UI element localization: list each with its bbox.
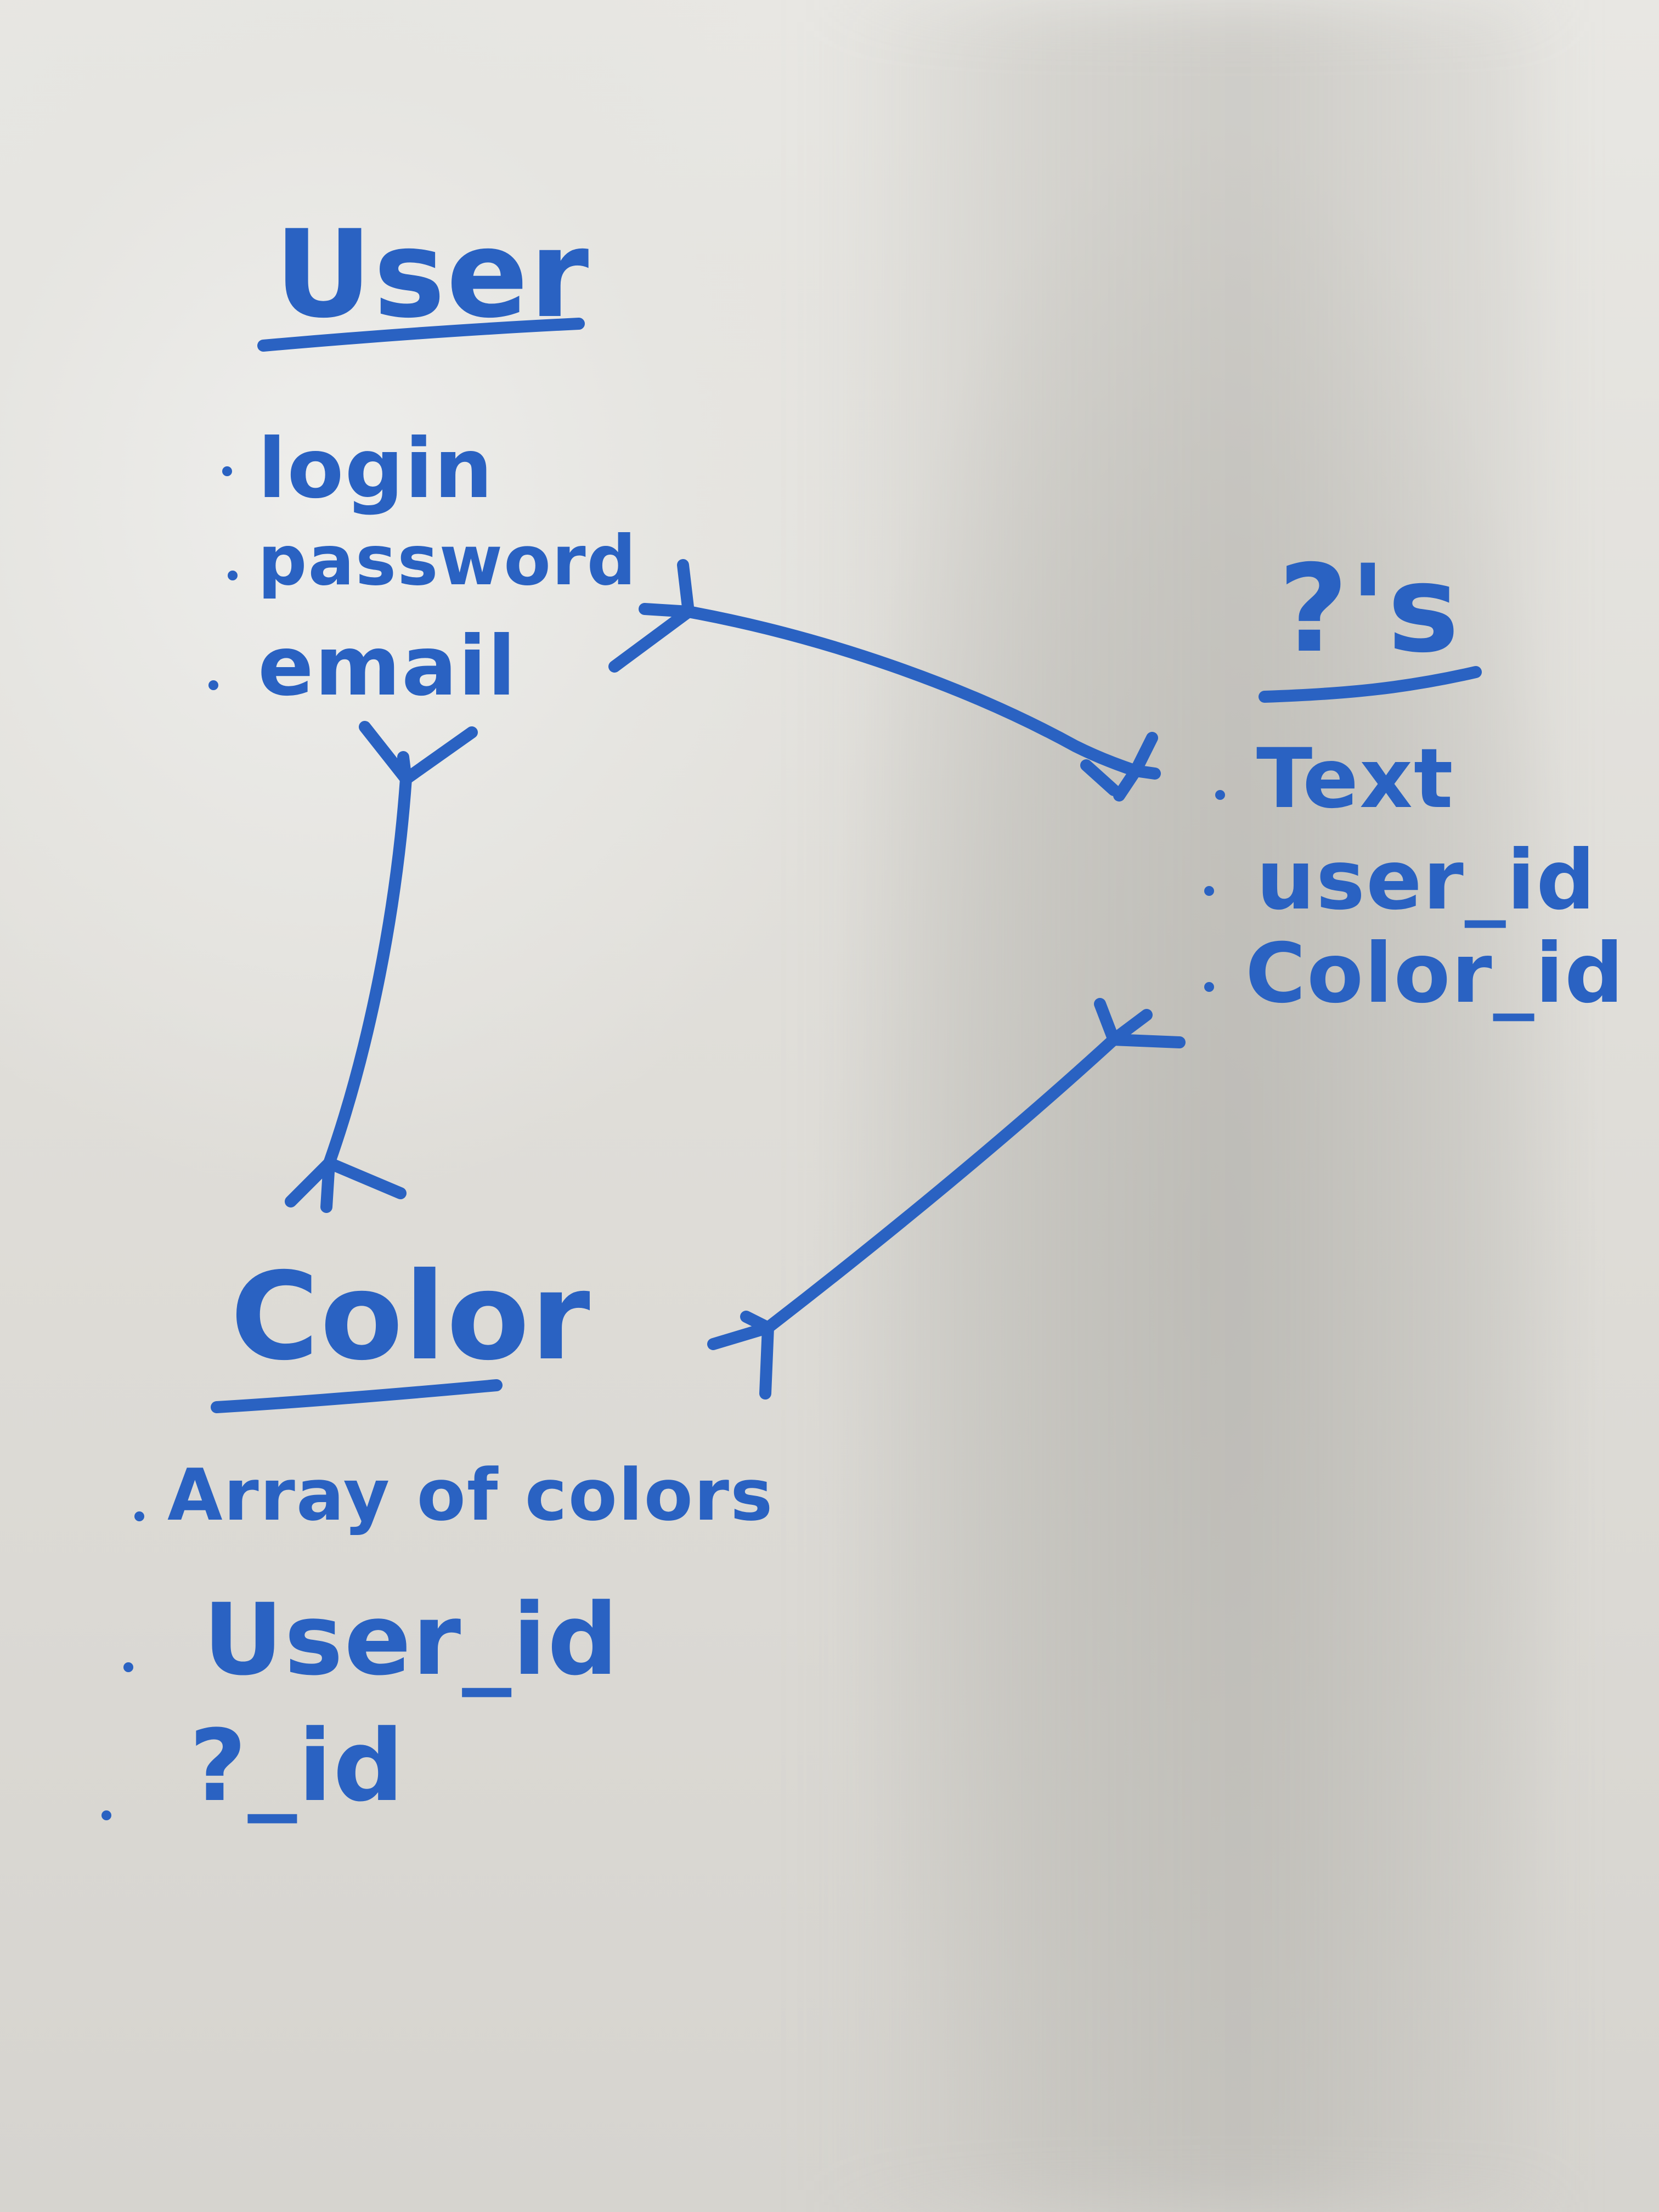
bullet-dot (228, 571, 238, 580)
entity-field-color-user-id: User_id (203, 1583, 619, 1697)
bullet-dot (123, 1662, 133, 1672)
user-questions-relationship-line (682, 606, 1142, 777)
questions-end-crows-foot (1080, 732, 1161, 802)
entity-title-questions: ?'s (1278, 539, 1460, 679)
entity-field-color-id: Color_id (1245, 926, 1625, 1022)
bullet-dot (101, 1810, 111, 1820)
entity-field-text: Text (1256, 731, 1454, 827)
user-end-crows-foot (608, 559, 695, 673)
entity-field-email: email (258, 619, 517, 714)
color-end-crows-foot-2 (707, 1311, 774, 1400)
color-end-crows-foot (285, 1157, 407, 1213)
color-questions-relationship-line (762, 1034, 1120, 1334)
user-color-relationship-line (323, 773, 412, 1169)
bullet-dot (208, 680, 218, 690)
entity-field-question-id: ?_id (189, 1709, 405, 1824)
entity-field-array-of-colors: Array of colors (167, 1453, 774, 1537)
entity-field-login: login (258, 421, 494, 517)
color-title-underline (211, 1379, 503, 1413)
entity-title-user: User (274, 204, 590, 345)
bullet-dot (1215, 790, 1225, 800)
bullet-dot (134, 1511, 144, 1521)
entity-title-color: Color (230, 1246, 591, 1387)
questions-title-underline (1259, 666, 1482, 703)
bullet-dot (222, 466, 232, 476)
bullet-dot (1204, 982, 1214, 992)
entity-field-password: password (258, 521, 637, 601)
camera-shadow (823, 0, 1536, 2212)
bullet-dot (1204, 886, 1214, 896)
questions-end-crows-foot-2 (1094, 998, 1186, 1048)
user-title-underline (257, 318, 585, 352)
entity-field-user-id: user_id (1256, 833, 1596, 928)
user-end-crows-foot-2 (359, 721, 478, 785)
